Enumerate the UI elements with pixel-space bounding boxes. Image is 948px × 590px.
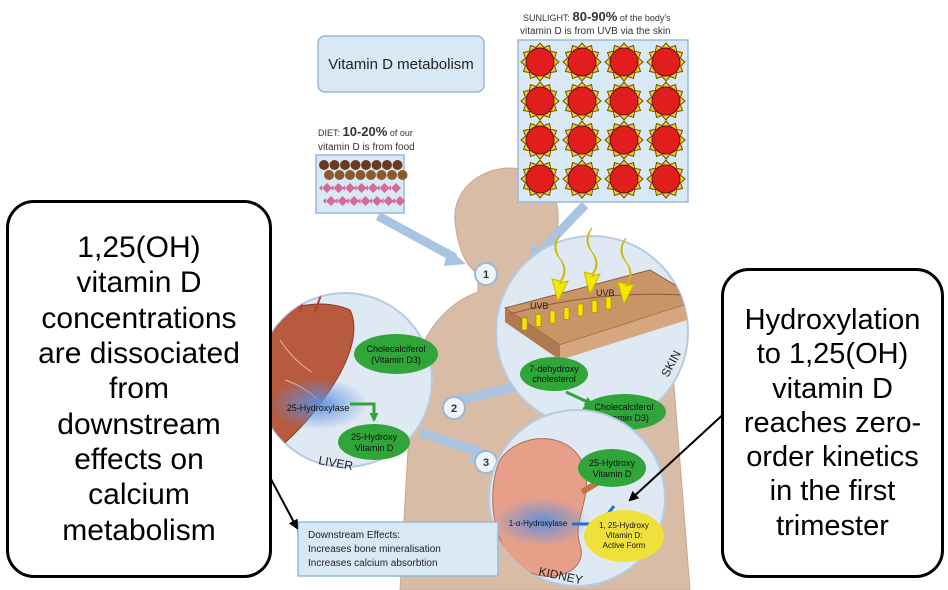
nut-icon [345,170,355,180]
liver-output-blob [338,424,410,460]
kidney-output-line3: Active Form [603,541,646,550]
kidney-output-line2: Vitamin D: [606,531,643,540]
callout-right-text: Hydroxylation to 1,25(OH) vitamin D reac… [744,303,921,543]
nut-icon [335,170,345,180]
uvb-tick [578,304,583,316]
downstream-title: Downstream Effects: [308,530,400,541]
callout-left: 1,25(OH) vitamin D concentrations are di… [6,200,272,578]
uvb-label-2: UVB [596,288,615,298]
nut-icon [377,170,387,180]
nut-icon [319,160,329,170]
svg-text:1: 1 [483,269,489,281]
nut-icon [351,160,361,170]
uvb-tick [550,311,555,323]
kidney-input-blob [578,449,646,487]
svg-text:3: 3 [483,457,489,469]
liver-enzyme: 25-Hydroxylase [287,403,350,413]
kidney-panel: 25-Hydroxy Vitamin D 1-α-Hydroxylase 1, … [489,410,665,587]
kidney-input-line2: Vitamin D [593,469,632,479]
downstream-item-1: Increases bone mineralisation [308,544,441,555]
liver-input-blob [354,334,438,374]
sunlight-text-line2: vitamin D is from UVB via the skin [520,26,671,37]
diagram-title: Vitamin D metabolism [328,56,474,73]
step-marker-1: 1 [475,263,497,285]
liver-input-line2: (Vitamin D3) [371,355,421,365]
nut-icon [361,160,371,170]
step-marker-2: 2 [443,397,465,419]
arrow-diet-to-body [378,216,455,258]
nut-icon [330,160,340,170]
nut-icon [340,160,350,170]
uvb-label-1: UVB [530,301,549,311]
uvb-tick [522,318,527,330]
uvb-tick [592,301,597,313]
nut-icon [324,170,334,180]
nut-icon [393,160,403,170]
nut-icon [356,170,366,180]
uvb-tick [536,315,541,327]
skin-precursor-line2: cholesterol [532,374,576,384]
downstream-item-2: Increases calcium absorbtion [308,558,438,569]
kidney-output-line1: 1, 25-Hydroxy [599,521,649,530]
nut-icon [387,170,397,180]
callout-right: Hydroxylation to 1,25(OH) vitamin D reac… [721,268,944,578]
skin-precursor-line1: 7-dehydroxy [529,364,579,374]
svg-text:2: 2 [451,403,457,415]
skin-product-line1: Cholecalciferol [594,402,653,412]
uvb-tick [564,308,569,320]
liver-output-line1: 25-Hydroxy [351,432,398,442]
nut-icon [366,170,376,180]
liver-output-line2: Vitamin D [355,443,394,453]
nut-icon [398,170,408,180]
diet-text-line2: vitamin D is from food [318,142,415,153]
nut-icon [382,160,392,170]
diet-text-line1: DIET: 10-20% of our [318,124,413,139]
kidney-enzyme: 1-α-Hydroxylase [509,519,568,528]
sunlight-text-line1: SUNLIGHT: 80-90% of the body's [523,9,671,24]
nut-icon [372,160,382,170]
uvb-tick [606,297,611,309]
callout-left-text: 1,25(OH) vitamin D concentrations are di… [38,230,240,549]
liver-input-line1: Cholecalciferol [366,344,425,354]
kidney-input-line1: 25-Hydroxy [589,458,636,468]
